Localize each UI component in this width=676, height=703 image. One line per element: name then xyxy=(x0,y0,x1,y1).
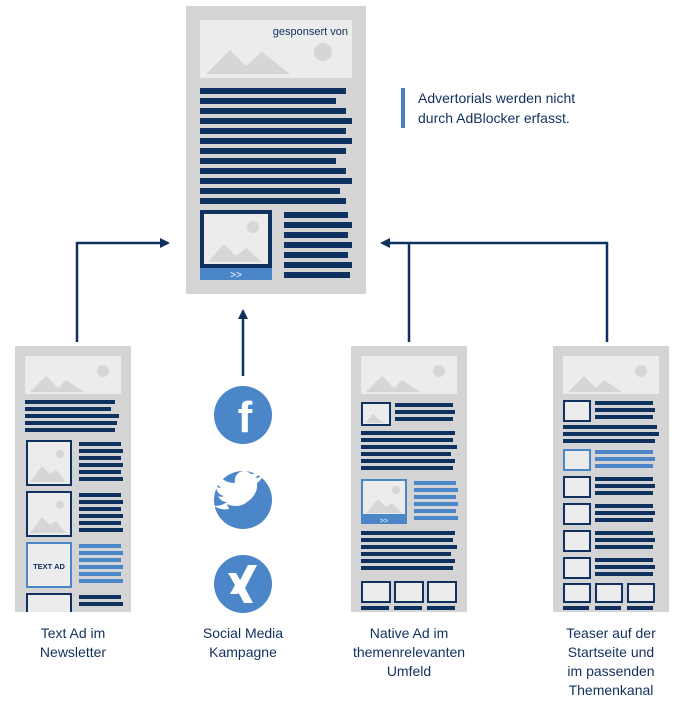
newsletter-item xyxy=(26,440,123,486)
caption-social-media: Social Media Kampagne xyxy=(202,625,284,660)
newsletter-item xyxy=(26,491,123,537)
homepage-teaser-highlighted[interactable] xyxy=(563,449,655,471)
main-advertorial-page: gesponsert von >> xyxy=(186,6,366,294)
native-ad-teaser[interactable]: >> xyxy=(361,479,458,525)
arrow-teaser xyxy=(380,238,609,342)
text-ad-item: TEXT AD xyxy=(26,542,123,588)
text-ad-newsletter-page: TEXT AD xyxy=(15,346,131,620)
sponsor-label: gesponsert von xyxy=(273,26,348,38)
homepage-header-image xyxy=(563,356,659,394)
caption-native-ad: Native Ad im themenrelevanten Umfeld xyxy=(352,625,466,679)
homepage-list xyxy=(563,476,655,579)
homepage-lead xyxy=(563,400,659,443)
teaser-text xyxy=(284,212,352,278)
caption-teaser: Teaser auf der Startseite und im passend… xyxy=(566,625,656,698)
caption-text-ad: Text Ad im Newsletter xyxy=(39,625,107,660)
native-article-text xyxy=(361,403,457,470)
arrow-text-ad xyxy=(75,238,170,342)
svg-text:f: f xyxy=(238,393,253,442)
xing-icon[interactable] xyxy=(214,555,272,613)
native-inline-image xyxy=(361,402,391,426)
teaser-image xyxy=(200,210,272,268)
newsletter-intro-text xyxy=(25,400,119,432)
facebook-icon[interactable]: f xyxy=(214,386,272,444)
text-ad-badge: TEXT AD xyxy=(33,562,65,571)
newsletter-item xyxy=(26,593,123,612)
native-ad-page: >> xyxy=(351,346,467,620)
connection-arrows xyxy=(75,238,609,376)
homepage-channel-thumbs xyxy=(563,583,655,610)
hero-image xyxy=(200,20,352,78)
svg-text:>>: >> xyxy=(230,270,242,281)
native-related-thumbs xyxy=(361,581,457,610)
twitter-icon[interactable] xyxy=(214,470,272,529)
adblocker-note: Advertorials werden nicht durch AdBlocke… xyxy=(418,90,576,126)
article-text xyxy=(200,88,352,204)
native-header-image xyxy=(361,356,457,394)
read-more-button[interactable]: >> xyxy=(200,268,272,281)
note-accent-bar xyxy=(401,88,405,128)
teaser-homepage-page xyxy=(553,346,669,620)
svg-text:>>: >> xyxy=(380,518,388,525)
native-article-text-2 xyxy=(361,531,457,570)
social-icons: f xyxy=(214,386,272,613)
newsletter-header-image xyxy=(25,356,121,394)
